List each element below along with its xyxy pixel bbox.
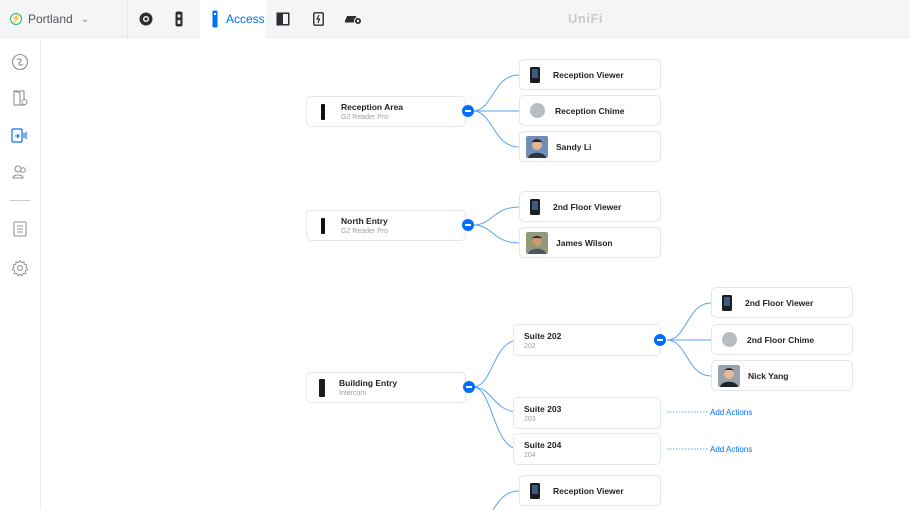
viewer-thumbnail (722, 294, 732, 311)
avatar (526, 231, 548, 254)
user-card-james-wilson[interactable]: James Wilson (519, 227, 661, 258)
brand-logo: UniFi (568, 11, 603, 26)
collapse-button[interactable] (463, 381, 475, 393)
collapse-button[interactable] (462, 105, 474, 117)
action-card-reception-chime[interactable]: Reception Chime (519, 95, 661, 126)
avatar (526, 135, 548, 158)
site-name: Portland (28, 12, 73, 26)
viewer-thumbnail (530, 198, 540, 215)
viewer-thumbnail (530, 482, 540, 499)
access-icon (212, 10, 218, 28)
tab-access-label: Access (226, 12, 265, 26)
suite-title: Suite 203 (524, 403, 562, 414)
user-name: James Wilson (556, 237, 613, 248)
sidebar-item-users[interactable] (10, 162, 30, 182)
action-card-reception-viewer[interactable]: Reception Viewer (519, 475, 661, 506)
door-card-building-entry[interactable]: Building Entry Intercom (306, 372, 466, 403)
reader-thumbnail (321, 217, 325, 234)
suite-number: 202 (524, 342, 536, 350)
top-bar: ⚡ Portland ⌄ Access UniFi (0, 0, 910, 38)
add-actions-link[interactable]: Add Actions (710, 445, 753, 454)
avatar (718, 364, 740, 387)
dashboard-icon (11, 53, 29, 71)
suite-card-204[interactable]: Suite 204 204 (513, 433, 661, 465)
sidebar-item-doors[interactable] (10, 88, 30, 108)
user-card-nick-yang[interactable]: Nick Yang (711, 360, 853, 391)
collapse-button[interactable] (462, 219, 474, 231)
suite-title: Suite 202 (524, 330, 562, 341)
tab-access[interactable]: Access (200, 0, 266, 38)
action-card-reception-viewer[interactable]: Reception Viewer (519, 59, 661, 90)
suite-card-202[interactable]: Suite 202 202 (513, 324, 661, 356)
sidebar-item-dashboard[interactable] (10, 52, 30, 72)
sidebar-item-devices[interactable] (10, 126, 30, 146)
action-title: 2nd Floor Viewer (745, 297, 814, 308)
action-title: 2nd Floor Viewer (553, 201, 622, 212)
action-title: Reception Viewer (553, 69, 624, 80)
users-icon (12, 165, 26, 179)
collapse-button[interactable] (654, 334, 666, 346)
viewer-thumbnail (530, 66, 540, 83)
chime-thumbnail (530, 103, 545, 118)
door-device-type: G2 Reader Pro (341, 228, 389, 235)
add-actions-link[interactable]: Add Actions (710, 408, 753, 417)
suite-card-203[interactable]: Suite 203 203 (513, 397, 661, 429)
action-card-2nd-floor-viewer[interactable]: 2nd Floor Viewer (519, 191, 661, 222)
door-title: Reception Area (341, 102, 404, 112)
door-card-north-entry[interactable]: North Entry G2 Reader Pro (306, 210, 466, 241)
suite-title: Suite 204 (524, 439, 562, 450)
logs-icon (13, 221, 27, 237)
devices-icon (11, 128, 27, 143)
action-title: Reception Chime (555, 105, 625, 116)
protect-app-icon[interactable] (138, 9, 154, 29)
chevron-down-icon: ⌄ (80, 13, 90, 25)
vehicle-app-icon[interactable] (343, 9, 363, 29)
sidebar (0, 38, 41, 510)
door-app-icon[interactable] (275, 9, 291, 29)
user-name: Nick Yang (748, 370, 789, 381)
doors-icon (13, 90, 28, 106)
intercom-thumbnail (319, 378, 325, 397)
door-card-reception-area[interactable]: Reception Area G2 Reader Pro (306, 96, 466, 127)
reader-thumbnail (321, 103, 325, 120)
doorbell-app-icon[interactable] (173, 9, 185, 29)
flow-canvas[interactable]: Reception Area G2 Reader Pro Reception V… (41, 38, 910, 510)
door-title: North Entry (341, 216, 388, 226)
door-device-type: G2 Reader Pro (341, 114, 389, 121)
divider (127, 0, 128, 38)
sidebar-divider (10, 200, 30, 201)
connect-app-icon[interactable] (311, 9, 325, 29)
action-card-2nd-floor-viewer[interactable]: 2nd Floor Viewer (711, 287, 853, 318)
site-selector[interactable]: ⚡ Portland ⌄ (10, 11, 89, 27)
chime-thumbnail (722, 332, 737, 347)
sidebar-item-settings[interactable] (10, 258, 30, 278)
action-card-2nd-floor-chime[interactable]: 2nd Floor Chime (711, 324, 853, 355)
door-title: Building Entry (339, 378, 398, 388)
site-status-icon: ⚡ (10, 13, 22, 25)
user-name: Sandy Li (556, 141, 592, 152)
user-card-sandy-li[interactable]: Sandy Li (519, 131, 661, 162)
action-title: Reception Viewer (553, 485, 624, 496)
connector-lines (472, 74, 712, 510)
sidebar-item-logs[interactable] (10, 219, 30, 239)
settings-icon (11, 259, 29, 277)
action-title: 2nd Floor Chime (747, 334, 815, 345)
suite-number: 204 (524, 451, 536, 459)
door-device-type: Intercom (339, 390, 367, 397)
suite-number: 203 (524, 415, 536, 423)
